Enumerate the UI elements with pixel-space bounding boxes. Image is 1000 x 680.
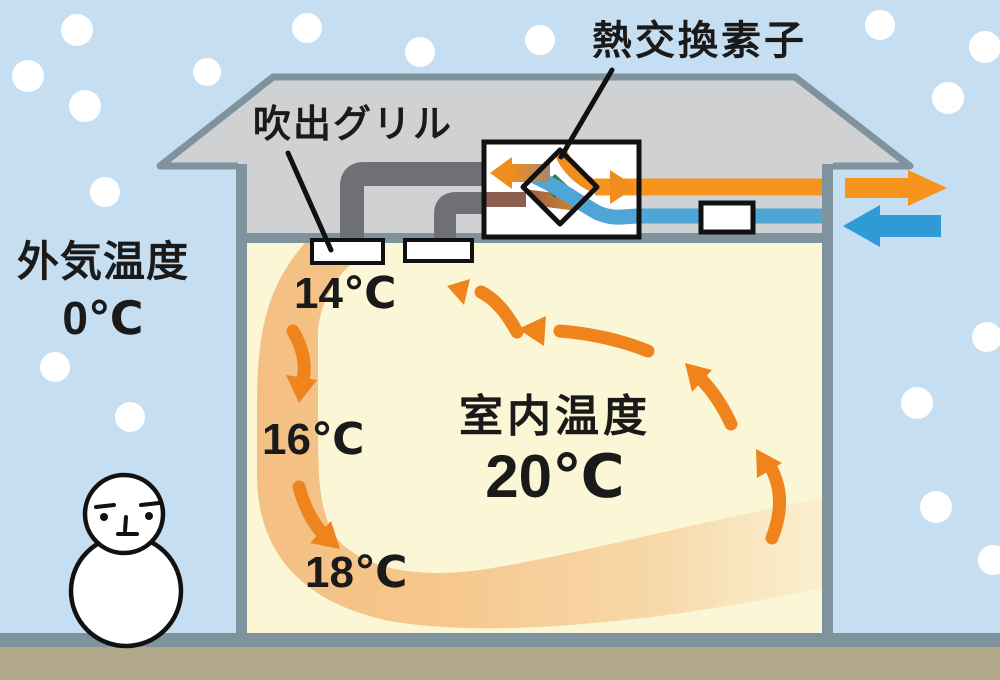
- snow-dot: [972, 322, 1000, 352]
- supply-ducts: [340, 162, 486, 245]
- duct-to-grille-2: [434, 192, 486, 245]
- exchange-element-outline: [520, 147, 600, 227]
- room-circulation-arrowheads: [286, 279, 782, 549]
- snow-dot: [920, 491, 952, 523]
- outside-temperature-block: 外気温度 0℃: [5, 228, 201, 345]
- snow-dot: [69, 90, 101, 122]
- flow-arrow-down-2: [292, 480, 329, 540]
- snow-dot: [901, 387, 933, 419]
- snow-dot: [90, 177, 120, 207]
- floor-level-temp: 18℃: [305, 548, 408, 597]
- right-wall: [822, 164, 833, 633]
- flow-arrow-up-right: [763, 459, 787, 545]
- snow-dot: [12, 60, 44, 92]
- grille-outlet-temp: 14℃: [294, 269, 397, 318]
- flow-arrow-left-top: [553, 324, 655, 358]
- exhaust-air-arrow: [845, 170, 947, 206]
- left-wall: [236, 164, 247, 633]
- grille-pointer: [285, 150, 334, 253]
- snow-dot: [40, 352, 70, 382]
- snowman-face: [94, 501, 161, 536]
- flow-arrow-upleft-top: [474, 285, 524, 339]
- ground-soil: [0, 647, 1000, 680]
- pointer-lines: [285, 67, 615, 253]
- snow-dot: [292, 13, 322, 43]
- snow-dot: [193, 58, 221, 86]
- room-temp-value: 20℃: [485, 443, 625, 510]
- room-temperature-block: 室内温度 20℃: [444, 380, 666, 512]
- duct-to-grille-1: [340, 162, 486, 245]
- ground-line: [0, 633, 1000, 647]
- outlet-grille-1: [310, 238, 385, 265]
- return-duct-brown: [486, 192, 526, 207]
- exhaust-arrowhead-in-unit: [610, 170, 636, 204]
- outside-temp-value: 0℃: [62, 292, 144, 344]
- flow-arrow-down-1: [286, 324, 311, 387]
- room-temp-label: 室内温度: [459, 392, 651, 441]
- snow-dot: [932, 82, 964, 114]
- snow-dots: [12, 10, 1000, 575]
- outside-temp-label: 外気温度: [16, 238, 189, 285]
- warm-airflow-band: [257, 243, 822, 629]
- snow-dot: [969, 31, 1000, 63]
- intake-air-arrow: [843, 205, 941, 247]
- room-circulation-arrows: [286, 285, 787, 545]
- snow-dot: [61, 14, 93, 46]
- snowman-head: [82, 472, 166, 556]
- snow-dot: [115, 402, 145, 432]
- snow-dot: [405, 37, 435, 67]
- heat-exchanger-label: 熱交換素子: [592, 19, 807, 63]
- supply-arrowhead: [490, 157, 512, 189]
- unit-outline: [481, 139, 642, 240]
- intake-pipe-blue: [530, 169, 822, 225]
- heat-exchange-unit: [481, 139, 822, 240]
- heat-exchanger-pointer: [558, 67, 615, 160]
- mid-room-temp: 16℃: [262, 415, 365, 464]
- snow-dot: [978, 545, 1000, 575]
- outlet-grille-2: [403, 238, 474, 263]
- flow-arrow-upleft-right: [693, 371, 738, 431]
- damper-box: [698, 200, 756, 235]
- snow-dot: [525, 25, 555, 55]
- outlet-grille-label: 吹出グリル: [253, 104, 454, 146]
- snowman: [68, 472, 184, 649]
- snow-dot: [865, 10, 895, 40]
